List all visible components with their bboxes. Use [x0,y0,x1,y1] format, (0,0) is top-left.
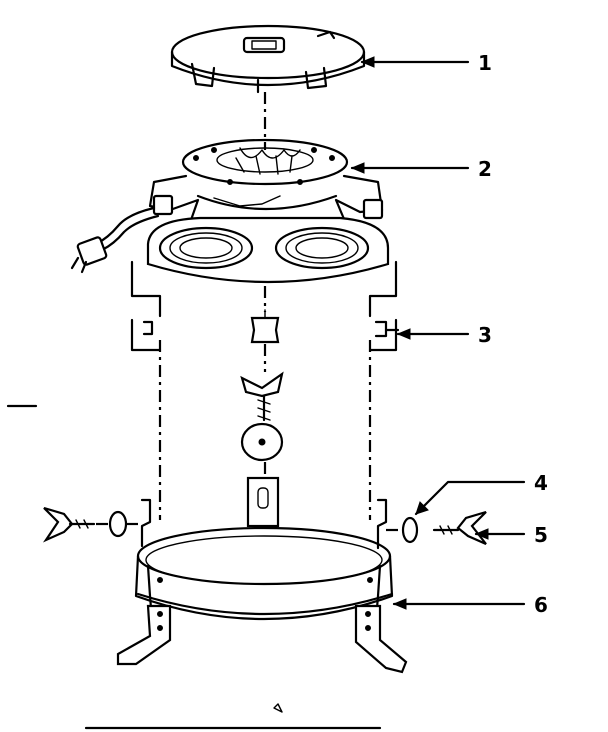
center-wing-nut [240,371,284,422]
left-side-clip [140,498,152,548]
callout-1: 1 [360,51,492,75]
callout-label-6: 6 [534,593,548,617]
left-washer [108,510,128,538]
callout-label-5: 5 [534,523,548,547]
callout-5: 5 [474,523,548,547]
left-wing-nut [42,506,96,543]
part-heating-assembly [70,138,390,284]
part-ring-stand [116,526,408,674]
right-side-clip [376,498,388,550]
callout-2: 2 [350,157,492,181]
right-wing-nut [432,510,487,546]
callout-label-1: 1 [478,51,492,75]
part-housing [130,260,400,520]
callout-6: 6 [392,593,548,617]
small-mark [273,703,283,713]
callout-label-2: 2 [478,157,492,181]
callout-label-4: 4 [534,471,548,495]
center-bracket [246,476,280,528]
callout-3: 3 [396,323,492,347]
callout-label-3: 3 [478,323,492,347]
part-lid [170,24,366,94]
center-washer [240,422,284,462]
right-washer [401,516,419,544]
callout-4: 4 [414,471,548,516]
